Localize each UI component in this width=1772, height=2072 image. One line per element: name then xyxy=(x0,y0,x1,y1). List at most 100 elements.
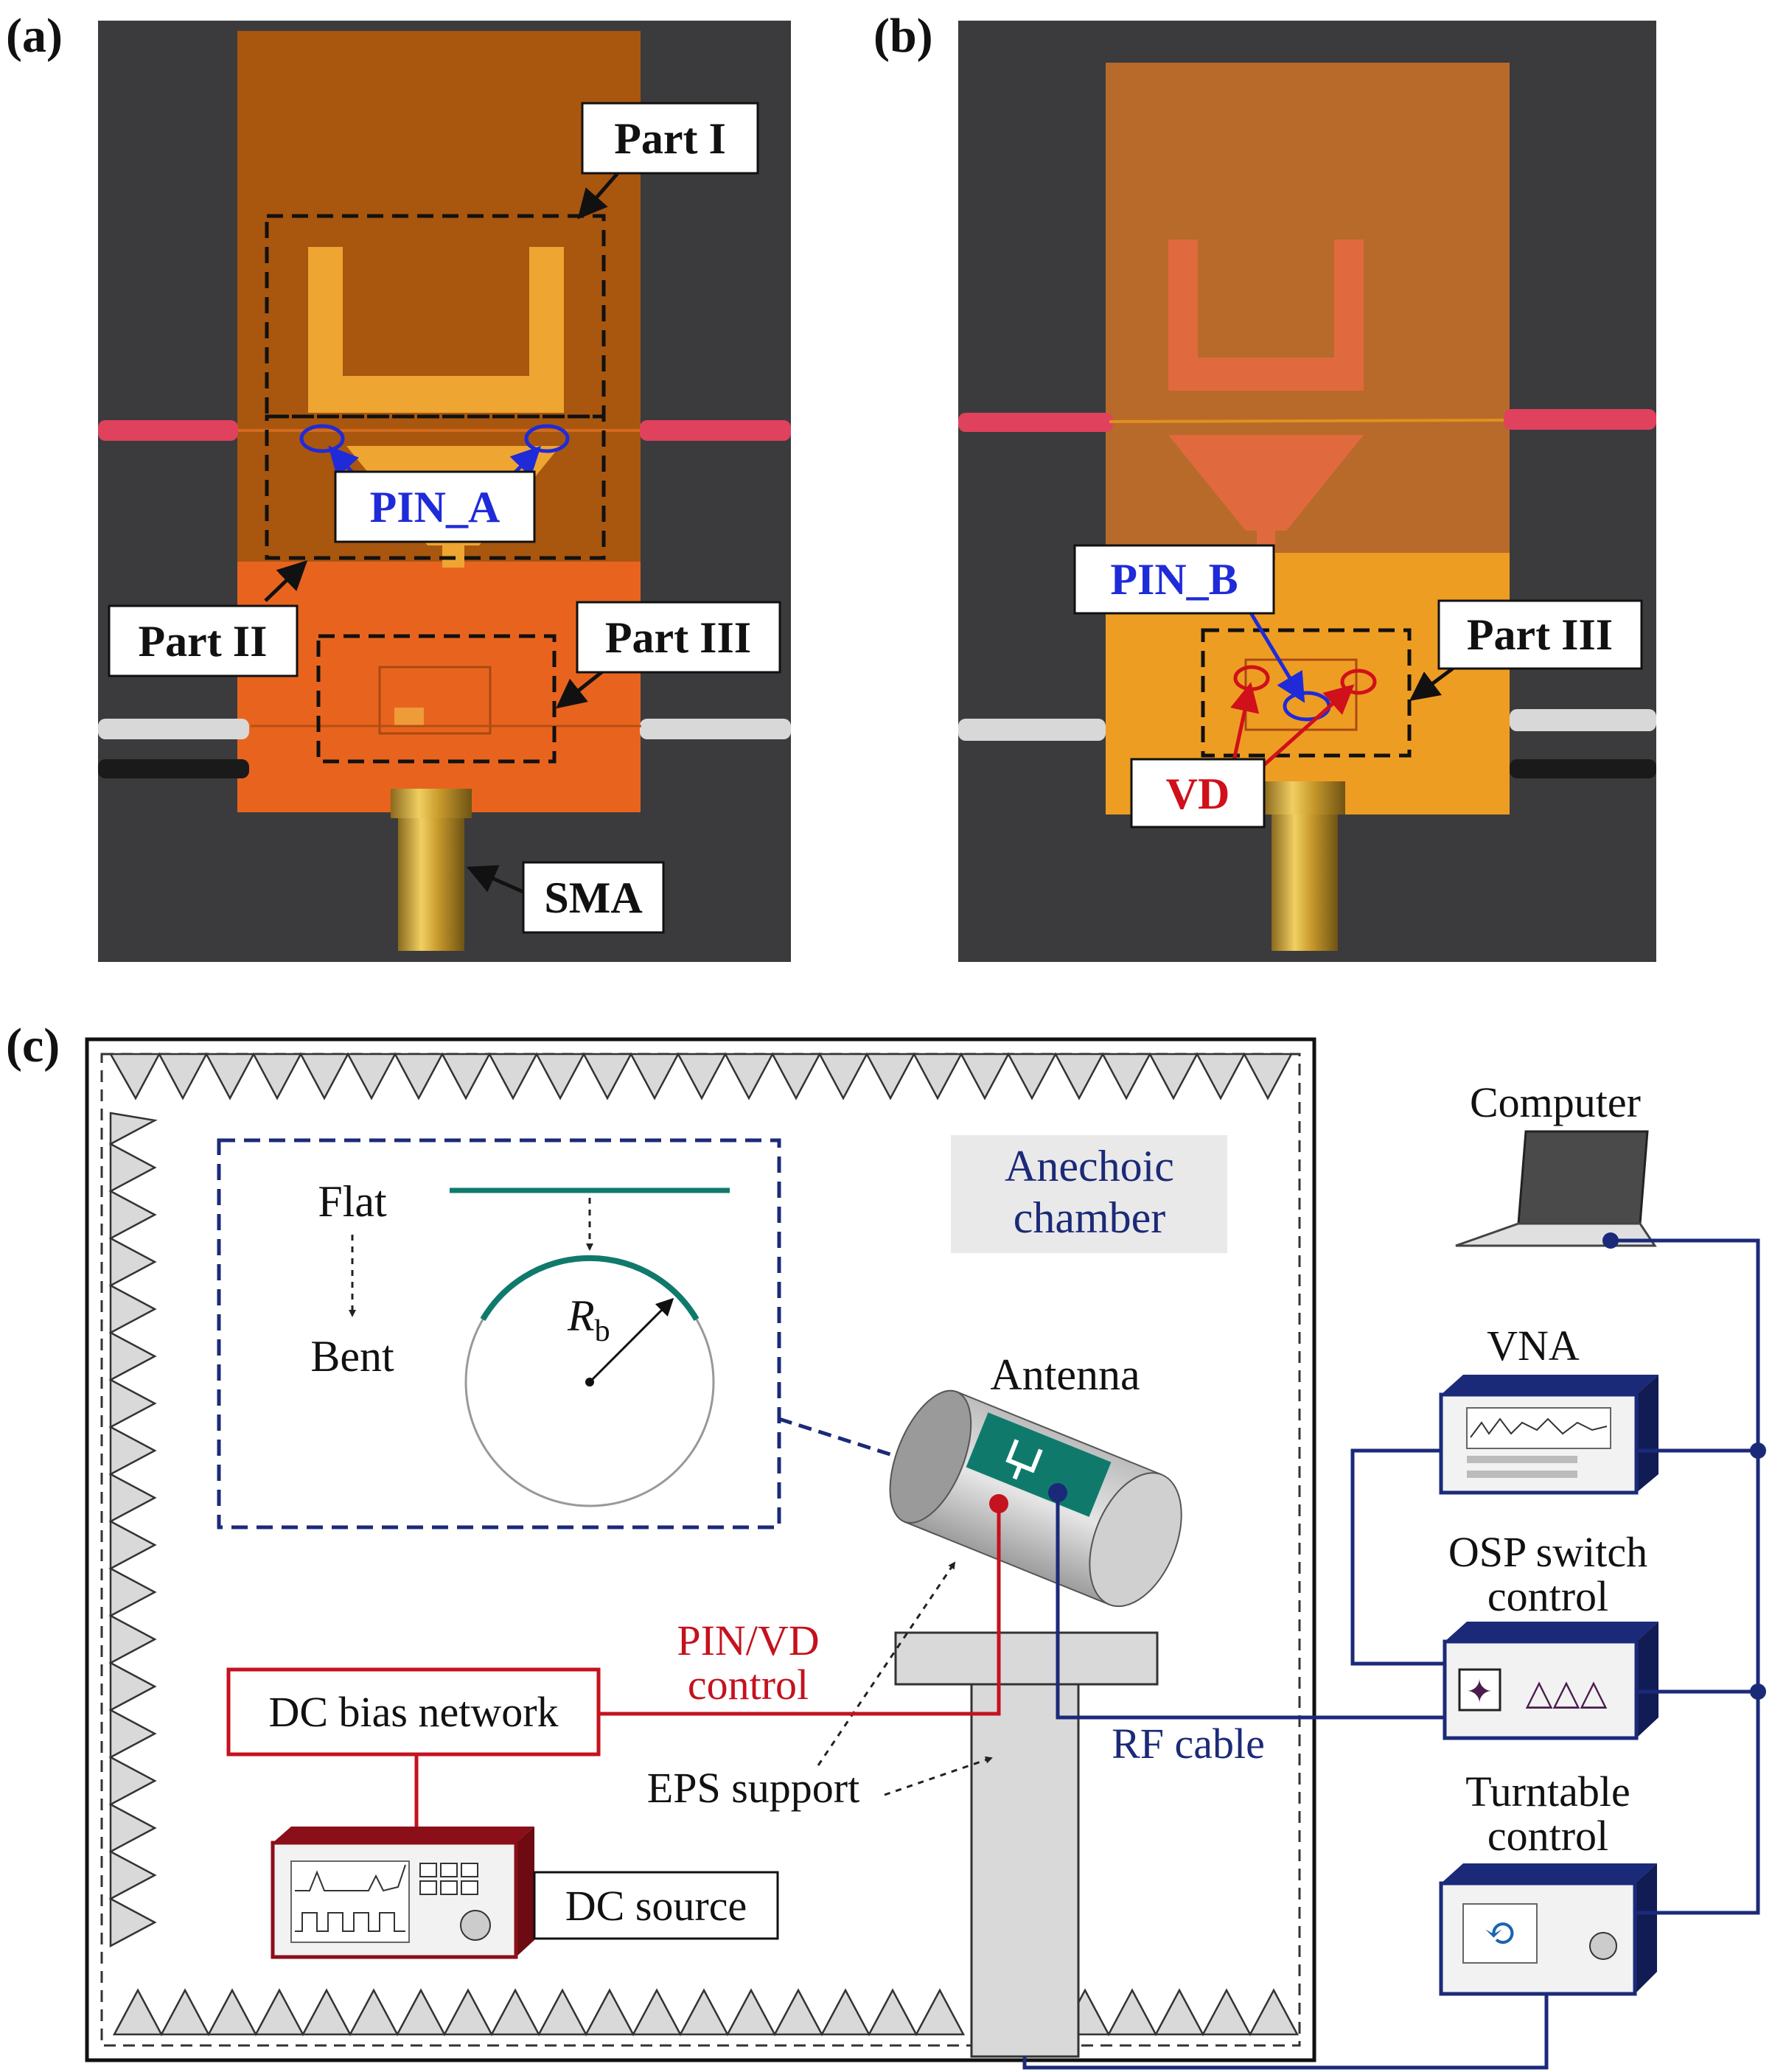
sma-flange-b xyxy=(1264,781,1345,815)
white-cable-right-b xyxy=(1510,709,1656,731)
eps-support-label: EPS support xyxy=(647,1764,859,1812)
absorber-bottom-right xyxy=(1059,1988,1300,2037)
antenna-u-glyph xyxy=(1005,1439,1043,1480)
panel-b: PIN_B Part III VD (b) xyxy=(873,9,1656,962)
radius-arrow xyxy=(588,1297,674,1384)
part1-label: Part I xyxy=(614,114,726,163)
cylinder-front-cap xyxy=(1089,1472,1182,1608)
bus-junction-osp xyxy=(1750,1684,1766,1700)
part2-label-box xyxy=(108,604,299,677)
osp-switch-instrument: ✦ △△△ xyxy=(1443,1622,1658,1740)
sma-body-a xyxy=(398,818,464,951)
photo-a-lower-board xyxy=(237,562,641,812)
vna-buttons-row-2 xyxy=(1467,1471,1577,1478)
vd-label-box xyxy=(1130,758,1266,829)
pin-b-arrow xyxy=(1243,603,1305,703)
pin-a-ellipse-left xyxy=(299,424,345,453)
osp-switch-symbol: ✦ xyxy=(1466,1674,1493,1710)
white-cable-left-b xyxy=(958,719,1106,741)
turntable-top xyxy=(1441,1863,1657,1883)
bus-right-wire xyxy=(1611,1238,1760,1915)
dc-source-side xyxy=(516,1827,534,1957)
cylinder-back-cap xyxy=(889,1389,972,1524)
part1-arrow xyxy=(577,172,619,220)
sma-label: SMA xyxy=(544,873,642,922)
vna-buttons-row-1 xyxy=(1467,1456,1577,1463)
sma-body-b xyxy=(1272,815,1338,951)
dc-source-trace-pulses xyxy=(295,1912,405,1932)
radius-label-sub: b xyxy=(595,1314,610,1348)
osp-top xyxy=(1445,1622,1658,1642)
part3-label-b: Part III xyxy=(1467,610,1613,659)
pin-b-label: PIN_B xyxy=(1110,555,1238,604)
dc-source-key-4 xyxy=(419,1880,437,1895)
dc-source-key-5 xyxy=(440,1880,458,1895)
laptop-screen xyxy=(1517,1130,1649,1225)
black-cable-right-b xyxy=(1510,759,1656,778)
eps-support-top xyxy=(894,1631,1159,1686)
red-cable-left xyxy=(98,420,238,441)
turntable-wire xyxy=(1022,1994,1549,2070)
dc-control-wire xyxy=(599,1504,1001,1716)
vna-to-osp-wire xyxy=(1350,1448,1445,1666)
pin-b-label-box xyxy=(1073,544,1275,615)
sma-label-box xyxy=(522,861,665,934)
part3-box-b xyxy=(1201,628,1412,758)
vna-top xyxy=(1441,1375,1658,1395)
dc-source-trace-top xyxy=(295,1864,406,1892)
part3-label-box-b xyxy=(1437,599,1643,670)
eps-arrow-to-antenna xyxy=(817,1561,956,1766)
bent-antenna-arc xyxy=(480,1255,700,1322)
red-cable-right xyxy=(640,420,791,441)
part3-box-a xyxy=(316,634,557,764)
osp-side xyxy=(1636,1622,1658,1738)
flat-label: Flat xyxy=(318,1177,387,1226)
vna-side xyxy=(1636,1375,1658,1493)
computer-port xyxy=(1602,1232,1619,1249)
circle-center-dot xyxy=(585,1378,594,1386)
part1-box xyxy=(265,214,606,419)
osp-label-line2: control xyxy=(1487,1572,1608,1620)
sma-arrow xyxy=(466,865,525,894)
turntable-label-line2: control xyxy=(1487,1812,1608,1860)
turntable-knob xyxy=(1589,1932,1617,1960)
radius-label: Rb xyxy=(567,1291,610,1348)
dc-source-key-2 xyxy=(440,1863,458,1877)
dc-source-knob xyxy=(460,1910,491,1941)
panel-c: (c) Anechoic chamber Flat Bent Rb Antenn… xyxy=(6,1019,1766,2070)
sma-flange-a xyxy=(391,789,472,818)
part2-box xyxy=(265,414,606,560)
part3-circuit-a xyxy=(378,666,492,735)
dc-source-instrument xyxy=(271,1827,534,1959)
part3-label-a: Part III xyxy=(605,613,751,662)
panel-a-letter: (a) xyxy=(6,9,63,63)
pin-a-ellipse-right xyxy=(524,424,570,453)
dc-source-key-3 xyxy=(461,1863,478,1877)
u-shaped-radiator xyxy=(308,247,564,413)
chamber-label-bg xyxy=(951,1135,1227,1253)
part3-pad-a xyxy=(394,708,424,726)
antenna-label: Antenna xyxy=(990,1350,1140,1399)
white-cable-left xyxy=(98,719,249,739)
turntable-instrument: ⟲ xyxy=(1439,1863,1657,1996)
osp-switch-symbol-box xyxy=(1458,1668,1501,1712)
red-cable-right-b xyxy=(1504,409,1656,430)
part1-label-box xyxy=(581,102,759,175)
absorber-bottom-left xyxy=(112,1988,966,2037)
eps-support-column xyxy=(970,1683,1080,2058)
computer-label: Computer xyxy=(1470,1078,1641,1126)
panel-b-letter: (b) xyxy=(873,9,933,63)
part2-label: Part II xyxy=(139,617,268,666)
u-shaped-radiator-b xyxy=(1168,240,1364,391)
feed-taper-b xyxy=(1168,435,1364,531)
part3-label-box-a xyxy=(576,601,781,674)
turntable-side xyxy=(1635,1863,1657,1994)
dc-source-label-box xyxy=(533,1871,779,1940)
dc-source-label: DC source xyxy=(565,1882,747,1930)
vna-trace xyxy=(1470,1417,1608,1438)
red-cable-left-b xyxy=(958,413,1113,432)
chamber-label-line1: Anechoic xyxy=(1005,1142,1174,1190)
rotate-icon: ⟲ xyxy=(1484,1913,1516,1955)
antenna-cylinder xyxy=(889,1389,1182,1608)
turntable-label-line1: Turntable xyxy=(1465,1768,1630,1815)
